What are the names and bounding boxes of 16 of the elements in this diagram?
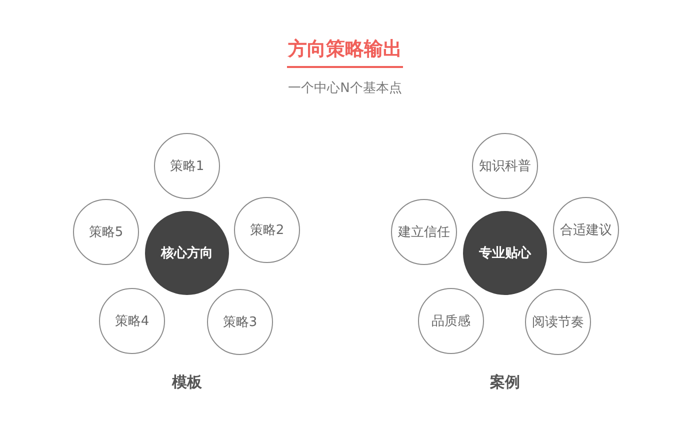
node-label: 知识科普 bbox=[479, 158, 531, 175]
node-label: 核心方向 bbox=[161, 244, 213, 262]
node-label: 策略3 bbox=[222, 314, 258, 331]
node-label: 专业贴心 bbox=[479, 244, 531, 262]
caption-label: 案例 bbox=[490, 373, 520, 392]
title: 方向策略输出 bbox=[286, 37, 403, 62]
node-label: 品质感 bbox=[432, 313, 470, 330]
node-label: 建立信任 bbox=[398, 224, 450, 241]
caption-label: 模板 bbox=[172, 373, 202, 392]
node-label: 策略5 bbox=[88, 224, 124, 241]
subtitle: 一个中心N个基本点 bbox=[288, 80, 402, 97]
node-label: 策略4 bbox=[114, 313, 150, 330]
node-label: 策略2 bbox=[250, 222, 284, 239]
node-label: 合适建议 bbox=[560, 222, 612, 239]
node-label: 策略1 bbox=[170, 158, 204, 175]
node-label: 阅读节奏 bbox=[532, 314, 584, 331]
